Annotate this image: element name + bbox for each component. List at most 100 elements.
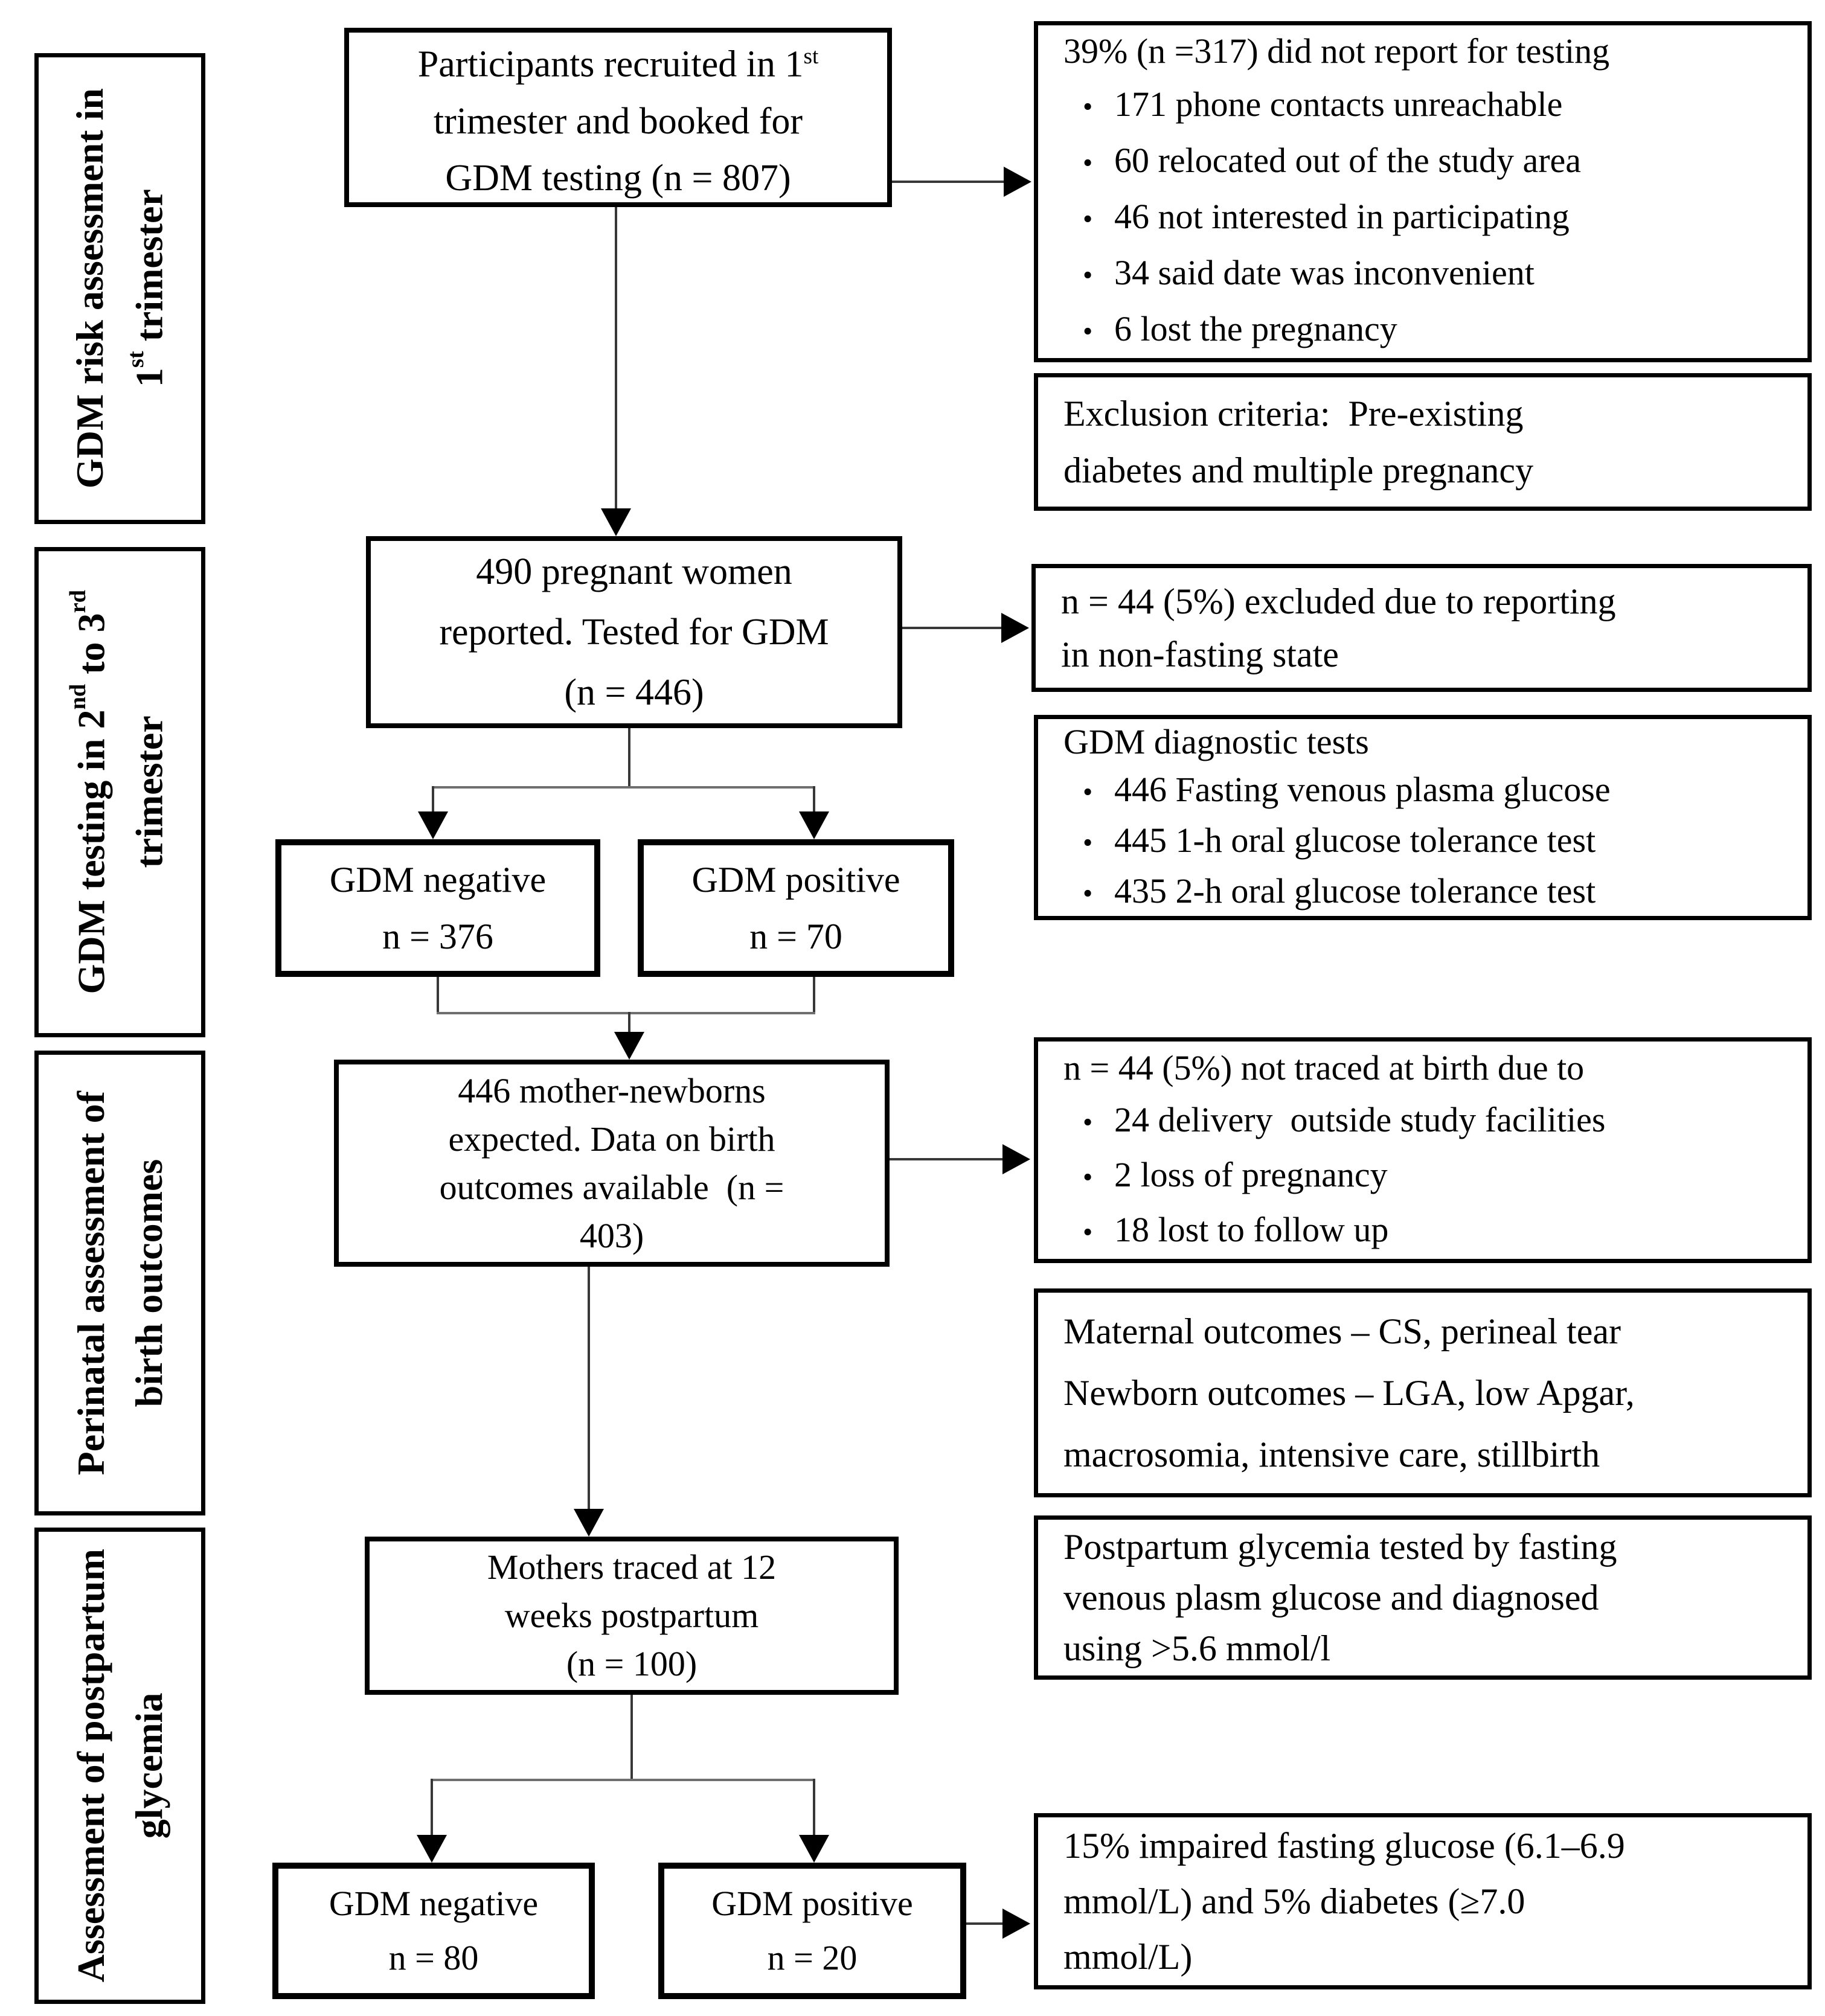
connector-split2-stub <box>630 1695 633 1781</box>
note-item: 34 said date was inconvenient <box>1063 246 1791 302</box>
note-not-reported: 39% (n =317) did not report for testing … <box>1034 21 1812 362</box>
box-recruited: Participants recruited in 1st trimester … <box>344 28 892 207</box>
note-exclusion-criteria: Exclusion criteria: Pre-existing diabete… <box>1034 373 1812 511</box>
connector-recruited-to-note <box>892 181 1005 183</box>
label-line: GDM testing in 2 <box>69 709 113 994</box>
connector-split2-left <box>431 1779 433 1835</box>
box-line: GDM negative <box>329 860 547 900</box>
box-line: (n = 446) <box>564 672 704 713</box>
note-list: 171 phone contacts unreachable 60 reloca… <box>1063 78 1791 359</box>
note-item: 18 lost to follow up <box>1063 1204 1791 1259</box>
superscript: st <box>123 351 149 368</box>
box-line: 446 mother-newborns <box>458 1070 766 1110</box>
box-line: outcomes available (n = <box>439 1167 784 1207</box>
label-line: trimester <box>127 715 171 869</box>
stage-label-risk-assessment: GDM risk assessment in 1st trimester <box>34 53 205 524</box>
connector-outcomes-to-traced <box>588 1267 590 1510</box>
note-line: diabetes and multiple pregnancy <box>1063 450 1534 490</box>
box-line: expected. Data on birth <box>448 1119 775 1159</box>
box-line: 403) <box>579 1215 644 1255</box>
box-line: GDM positive <box>711 1884 913 1923</box>
note-line: Postpartum glycemia tested by fasting <box>1063 1527 1617 1567</box>
connector-split2-bar <box>431 1779 815 1781</box>
connector-recruited-to-reported <box>615 207 617 508</box>
box-line: Mothers traced at 12 <box>487 1547 777 1587</box>
note-title: 39% (n =317) did not report for testing <box>1063 31 1610 71</box>
note-line: 15% impaired fasting glucose (6.1–6.9 <box>1063 1826 1625 1866</box>
note-not-traced: n = 44 (5%) not traced at birth due to 2… <box>1034 1037 1812 1263</box>
note-diagnostic-tests: GDM diagnostic tests 446 Fasting venous … <box>1034 715 1812 920</box>
box-line: GDM positive <box>691 860 900 900</box>
note-line: mmol/L) <box>1063 1937 1193 1977</box>
note-title: GDM diagnostic tests <box>1063 722 1369 761</box>
note-line: Maternal outcomes – CS, perineal tear <box>1063 1311 1621 1351</box>
box-postpartum-traced: Mothers traced at 12 weeks postpartum (n… <box>365 1537 899 1695</box>
note-item: 435 2-h oral glucose tolerance test <box>1063 867 1791 918</box>
box-line: 490 pregnant women <box>476 551 792 592</box>
stage-label-gdm-testing: GDM testing in 2nd to 3rd trimester <box>34 547 205 1037</box>
box-line: trimester and booked for <box>433 100 803 142</box>
note-item: 6 lost the pregnancy <box>1063 302 1791 359</box>
label-line: trimester <box>127 190 171 352</box>
connector-merge-left <box>437 977 439 1014</box>
box-gdm-negative-testing: GDM negative n = 376 <box>275 839 600 977</box>
arrow-right-icon <box>1002 1144 1030 1174</box>
box-line: (n = 100) <box>566 1644 698 1683</box>
arrow-right-icon <box>1002 1909 1030 1939</box>
box-birth-outcomes: 446 mother-newborns expected. Data on bi… <box>334 1060 890 1267</box>
arrow-down-icon <box>799 811 829 839</box>
connector-reported-to-note <box>902 627 1002 629</box>
note-line: macrosomia, intensive care, stillbirth <box>1063 1435 1600 1474</box>
superscript: st <box>803 44 819 69</box>
note-item: 60 relocated out of the study area <box>1063 134 1791 190</box>
note-title: n = 44 (5%) not traced at birth due to <box>1063 1048 1585 1087</box>
box-line: weeks postpartum <box>504 1596 759 1635</box>
stage-label-text: GDM testing in 2nd to 3rd trimester <box>61 590 178 994</box>
connector-split2-right <box>813 1779 815 1835</box>
label-line: 1 <box>127 368 171 388</box>
connector-split-bar <box>432 786 815 789</box>
note-postpartum-result: 15% impaired fasting glucose (6.1–6.9 mm… <box>1034 1813 1812 1989</box>
arrow-down-icon <box>417 1835 447 1863</box>
note-line: venous plasm glucose and diagnosed <box>1063 1578 1599 1618</box>
connector-split-left <box>432 786 434 813</box>
arrow-down-icon <box>799 1835 829 1863</box>
box-line: reported. Tested for GDM <box>439 612 829 653</box>
connector-merge-right <box>813 977 815 1014</box>
note-list: 446 Fasting venous plasma glucose 445 1-… <box>1063 766 1791 918</box>
arrow-right-icon <box>1001 613 1029 643</box>
box-reported: 490 pregnant women reported. Tested for … <box>366 536 902 728</box>
arrow-down-icon <box>601 508 631 536</box>
box-line: Participants recruited in 1st <box>418 28 819 93</box>
note-item: 46 not interested in participating <box>1063 190 1791 246</box>
connector-split-right <box>813 786 815 813</box>
box-line: n = 20 <box>767 1938 858 1977</box>
box-line: GDM testing (n = 807) <box>445 157 791 199</box>
box-line: n = 376 <box>382 917 493 956</box>
note-line: Newborn outcomes – LGA, low Apgar, <box>1063 1373 1635 1413</box>
note-line: using >5.6 mmol/l <box>1063 1628 1331 1668</box>
note-item: 171 phone contacts unreachable <box>1063 78 1791 134</box>
note-item: 446 Fasting venous plasma glucose <box>1063 766 1791 816</box>
connector-positive-to-note <box>966 1922 1004 1925</box>
note-item: 445 1-h oral glucose tolerance test <box>1063 816 1791 867</box>
stage-label-perinatal-assessment: Perinatal assessment of birth outcomes <box>34 1051 205 1515</box>
label-line: GDM risk assessment in <box>68 88 112 489</box>
box-gdm-negative-postpartum: GDM negative n = 80 <box>272 1863 595 1999</box>
note-excluded-nonfasting: n = 44 (5%) excluded due to reporting in… <box>1031 564 1812 692</box>
connector-merge-stub <box>628 1012 630 1033</box>
stage-label-text: GDM risk assessment in 1st trimester <box>61 88 178 488</box>
box-line: n = 80 <box>388 1938 479 1977</box>
arrow-down-icon <box>574 1509 604 1537</box>
note-line: Exclusion criteria: Pre-existing <box>1063 394 1524 434</box>
stage-label-postpartum-glycemia: Assessment of postpartum glycemia <box>34 1528 205 2004</box>
box-gdm-positive-postpartum: GDM positive n = 20 <box>658 1863 966 1999</box>
arrow-down-icon <box>614 1032 644 1060</box>
superscript: rd <box>65 590 91 613</box>
label-line: Perinatal assessment of <box>69 1090 112 1476</box>
note-outcomes: Maternal outcomes – CS, perineal tear Ne… <box>1034 1288 1812 1497</box>
note-line: in non-fasting state <box>1061 635 1339 674</box>
box-line: n = 70 <box>749 917 842 956</box>
arrow-right-icon <box>1004 167 1031 197</box>
